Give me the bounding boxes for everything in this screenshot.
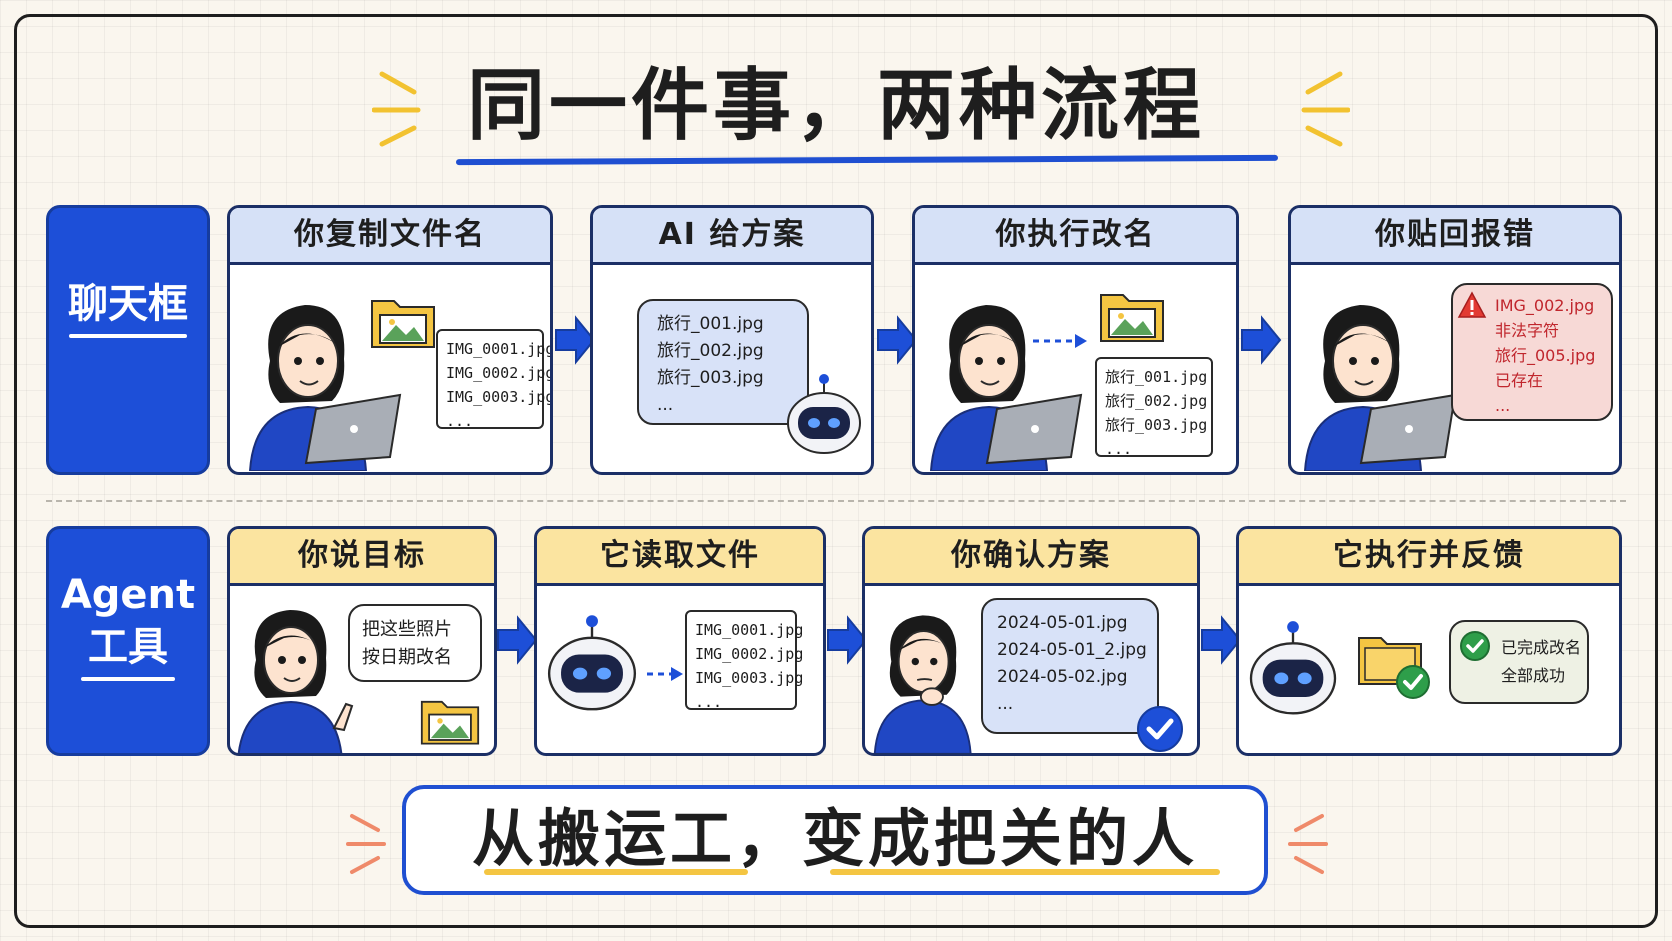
file-name: IMG_0001.jpg xyxy=(446,340,553,358)
arrow-right-icon xyxy=(554,314,596,366)
chat-step-ai-plan: AI 给方案 旅行_001.jpg 旅行_002.jpg 旅行_003.jpg … xyxy=(590,205,874,475)
slogan-underline-1 xyxy=(484,869,748,875)
plan-name: 2024-05-01.jpg xyxy=(997,613,1128,633)
file-name: IMG_0002.jpg xyxy=(695,645,804,663)
file-name: ... xyxy=(446,412,474,430)
slogan-box: 从搬运工，变成把关的人 xyxy=(402,785,1268,895)
agent-step-4-title: 它执行并反馈 xyxy=(1239,529,1619,586)
file-name: ... xyxy=(695,693,723,711)
chat-step-1-title: 你复制文件名 xyxy=(230,208,550,265)
spark-right-icon xyxy=(1290,62,1350,152)
confirm-plan-bubble: 2024-05-01.jpg 2024-05-01_2.jpg 2024-05-… xyxy=(981,598,1159,734)
folder-image-icon xyxy=(420,694,480,746)
chat-step-copy-names: 你复制文件名 xyxy=(227,205,553,475)
feedback-bubble: 已完成改名 全部成功 xyxy=(1449,620,1589,704)
check-icon xyxy=(1135,704,1185,753)
slogan-underline-2 xyxy=(830,869,1220,875)
plan-name: ... xyxy=(657,395,674,415)
person-laptop-icon xyxy=(240,291,410,471)
chat-step-2-title: AI 给方案 xyxy=(593,208,871,265)
agent-step-3-title: 你确认方案 xyxy=(865,529,1197,586)
file-name: IMG_0002.jpg xyxy=(446,364,553,382)
person-laptop-icon xyxy=(921,291,1091,471)
folder-image-icon xyxy=(370,293,436,349)
file-name: 旅行_002.jpg xyxy=(1105,392,1208,410)
plan-name: 旅行_001.jpg xyxy=(657,314,764,334)
row-label-chat-underline xyxy=(69,334,187,338)
warning-icon xyxy=(1457,291,1487,319)
slogan-part-2: 变成把关的人 xyxy=(802,802,1199,875)
page-title: 同一件事，两种流程 xyxy=(466,61,1205,151)
agent-step-1-title: 你说目标 xyxy=(230,529,494,586)
agent-step-read-files: 它读取文件 IMG_0001.jpg IMG_0002.jpg IMG_0003… xyxy=(534,526,826,756)
feedback-line: 已完成改名 xyxy=(1501,638,1582,657)
dashed-arrow-icon xyxy=(645,664,685,684)
person-laptop-icon xyxy=(1295,291,1465,471)
chat-step-execute-rename: 你执行改名 xyxy=(912,205,1239,475)
ai-plan-bubble: 旅行_001.jpg 旅行_002.jpg 旅行_003.jpg ... xyxy=(637,299,809,425)
chat-step-4-title: 你贴回报错 xyxy=(1291,208,1619,265)
row-label-agent-line2: 工具 xyxy=(88,624,168,670)
file-name: IMG_0003.jpg xyxy=(446,388,553,406)
row-label-agent: Agent 工具 xyxy=(46,526,210,756)
plan-name: 旅行_002.jpg xyxy=(657,341,764,361)
slogan-part-1: 从搬运工， xyxy=(471,802,802,875)
spark-bottom-left-icon xyxy=(346,808,392,878)
person-pointing-icon xyxy=(234,600,364,753)
error-line: 已存在 xyxy=(1495,371,1544,390)
person-thinking-icon xyxy=(871,600,991,753)
row-divider xyxy=(46,500,1626,502)
arrow-right-icon xyxy=(826,614,868,666)
arrow-right-icon xyxy=(1200,614,1242,666)
slogan-text: 从搬运工，变成把关的人 xyxy=(406,789,1264,891)
agent-step-2-title: 它读取文件 xyxy=(537,529,823,586)
error-line: 非法字符 xyxy=(1495,321,1560,340)
file-list: IMG_0001.jpg IMG_0002.jpg IMG_0003.jpg .… xyxy=(436,329,553,430)
agent-step-confirm-plan: 你确认方案 2024-05-01.jpg 2024-05-01_2.jpg 20… xyxy=(862,526,1200,756)
goal-line: 把这些照片 xyxy=(362,619,452,640)
plan-name: 旅行_003.jpg xyxy=(657,368,764,388)
folder-check-icon xyxy=(1357,630,1437,702)
error-line: ... xyxy=(1495,396,1511,415)
plan-name: 2024-05-02.jpg xyxy=(997,667,1128,687)
plan-name: ... xyxy=(997,694,1014,714)
row-label-chat: 聊天框 xyxy=(46,205,210,475)
plan-name: 2024-05-01_2.jpg xyxy=(997,640,1147,660)
file-name: 旅行_001.jpg xyxy=(1105,368,1208,386)
error-line: 旅行_005.jpg xyxy=(1495,346,1596,365)
row-label-chat-text: 聊天框 xyxy=(68,281,188,327)
row-label-agent-underline xyxy=(81,677,175,681)
arrow-right-icon xyxy=(496,614,538,666)
folder-image-icon xyxy=(1099,287,1165,343)
error-line: IMG_002.jpg xyxy=(1495,296,1595,315)
dashed-arrow-icon xyxy=(1031,331,1089,351)
file-name: IMG_0001.jpg xyxy=(695,621,804,639)
goal-line: 按日期改名 xyxy=(362,647,452,668)
outer-frame xyxy=(14,14,1658,928)
robot-icon xyxy=(543,614,641,714)
spark-left-icon xyxy=(372,62,432,152)
spark-bottom-right-icon xyxy=(1282,808,1328,878)
agent-step-execute-feedback: 它执行并反馈 xyxy=(1236,526,1622,756)
chat-step-paste-errors: 你贴回报错 IMG_002.jpg 非法字符 旅行_005.jpg xyxy=(1288,205,1622,475)
check-icon xyxy=(1459,630,1491,662)
renamed-file-list: 旅行_001.jpg 旅行_002.jpg 旅行_003.jpg ... xyxy=(1095,357,1213,458)
arrow-right-icon xyxy=(876,314,918,366)
robot-icon xyxy=(1245,620,1341,718)
feedback-line: 全部成功 xyxy=(1501,666,1566,685)
row-label-agent-line1: Agent xyxy=(60,572,196,618)
robot-icon xyxy=(783,373,865,457)
file-name: IMG_0003.jpg xyxy=(695,669,804,687)
file-name: ... xyxy=(1105,440,1133,458)
agent-step-state-goal: 你说目标 把这些照片 按日期改名 xyxy=(227,526,497,756)
chat-step-3-title: 你执行改名 xyxy=(915,208,1236,265)
file-name: 旅行_003.jpg xyxy=(1105,416,1208,434)
arrow-right-icon xyxy=(1240,314,1282,366)
read-file-list: IMG_0001.jpg IMG_0002.jpg IMG_0003.jpg .… xyxy=(685,610,804,711)
goal-bubble: 把这些照片 按日期改名 xyxy=(348,604,482,682)
